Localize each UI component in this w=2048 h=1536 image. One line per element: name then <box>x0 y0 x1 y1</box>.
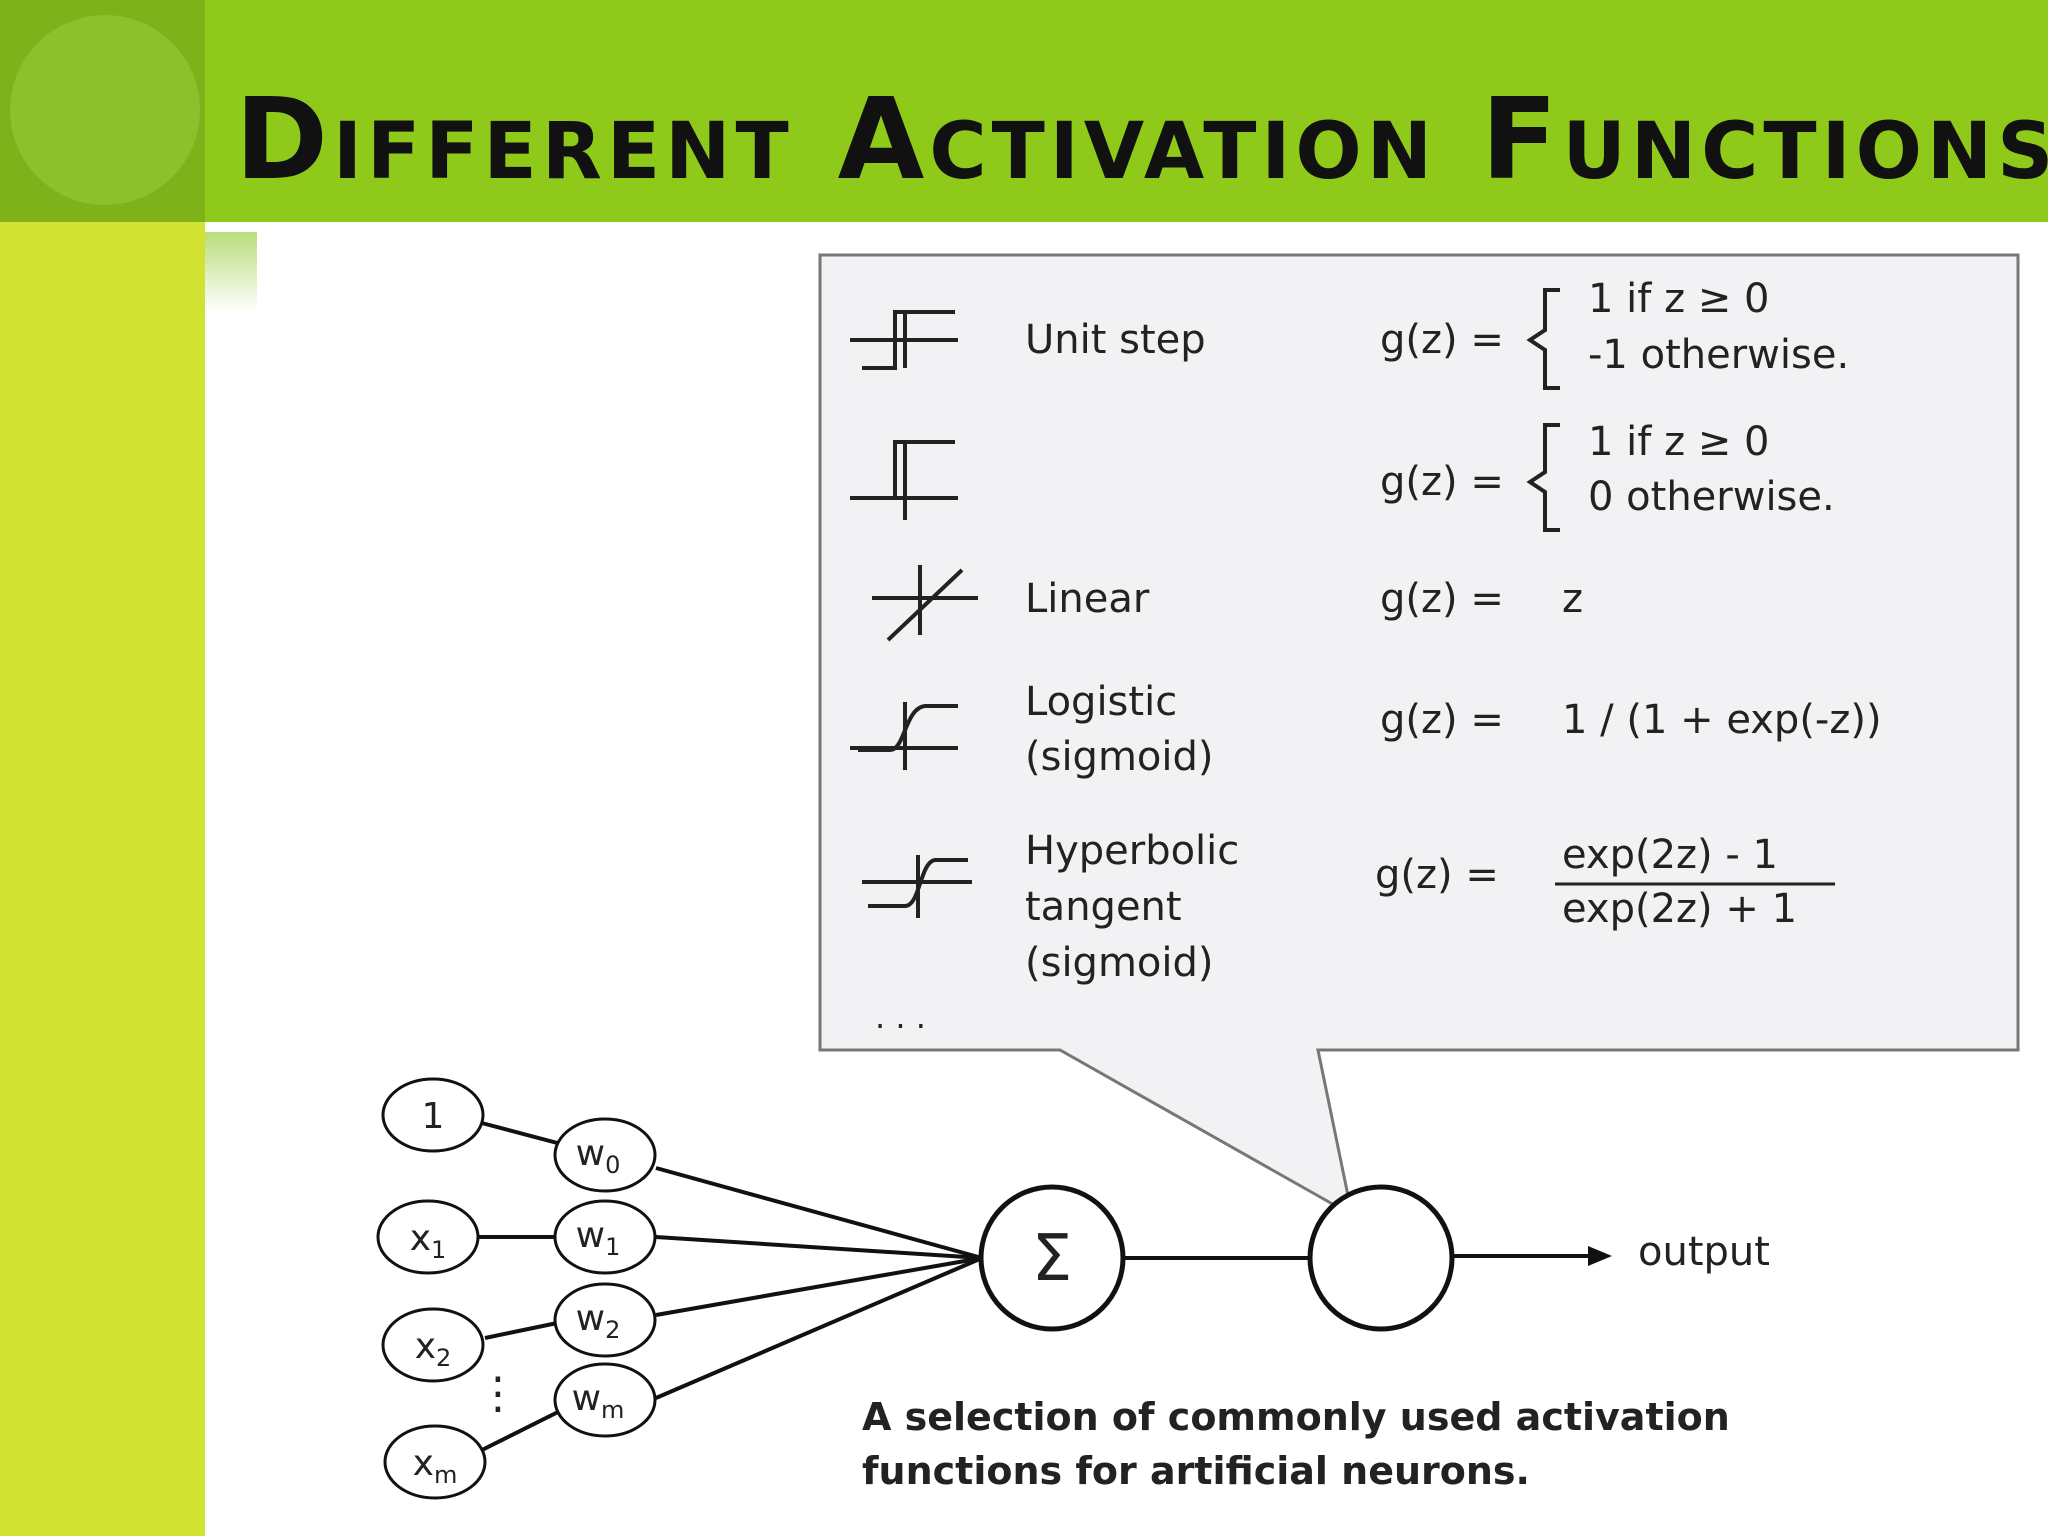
weight-label: w <box>576 1215 605 1256</box>
row-rhs-linear: z <box>1562 576 1583 622</box>
input-node-x1: x1 <box>376 1199 480 1275</box>
row-name-tanh-2: tangent <box>1025 884 1182 930</box>
svg-text:w2: w2 <box>576 1298 621 1344</box>
unit-step-icon <box>850 310 958 370</box>
row-name-tanh-1: Hyperbolic <box>1025 828 1239 874</box>
tanh-sigmoid-icon <box>862 855 972 918</box>
weight-node-w1: w1 <box>553 1199 657 1275</box>
input-label: x <box>410 1218 431 1259</box>
svg-text:w1: w1 <box>576 1215 621 1261</box>
case-unit-step-1: 1 if z ≥ 0 <box>1588 276 1769 322</box>
input-label: x <box>413 1443 434 1484</box>
weight-label: w <box>576 1298 605 1339</box>
tanh-numerator: exp(2z) - 1 <box>1562 832 1778 878</box>
case-heaviside-2: 0 otherwise. <box>1588 474 1835 520</box>
weight-node-w2: w2 <box>553 1282 657 1358</box>
row-name-tanh-3: (sigmoid) <box>1025 940 1214 986</box>
weight-node-wm: wm <box>553 1362 657 1438</box>
row-name-unit-step: Unit step <box>1025 317 1206 363</box>
svg-text:x1: x1 <box>410 1218 447 1264</box>
callout-box <box>818 253 2020 1218</box>
caption-line-1: A selection of commonly used activation <box>862 1395 1730 1439</box>
svg-text:x2: x2 <box>415 1326 452 1372</box>
weight-subscript: m <box>601 1396 624 1424</box>
linear-icon <box>872 565 978 642</box>
row-lhs-heaviside: g(z) = <box>1380 459 1504 505</box>
row-name-logistic-1: Logistic <box>1025 679 1177 725</box>
brace-icon <box>1526 288 1560 390</box>
row-name-logistic-2: (sigmoid) <box>1025 734 1214 780</box>
title-band <box>0 0 2048 222</box>
bias-label: 1 <box>422 1096 445 1137</box>
row-rhs-logistic: 1 / (1 + exp(-z)) <box>1562 697 1882 743</box>
weight-node-w0: w0 <box>553 1117 657 1193</box>
input-subscript: 2 <box>436 1344 451 1372</box>
svg-text:w0: w0 <box>576 1133 621 1179</box>
row-lhs-linear: g(z) = <box>1380 576 1504 622</box>
more-functions-ellipsis: . . . <box>875 998 926 1036</box>
figure-caption: A selection of commonly used activation … <box>862 1390 1862 1498</box>
caption-line-2: functions for artificial neurons. <box>862 1449 1530 1493</box>
weight-label: w <box>572 1378 601 1419</box>
row-lhs-unit-step: g(z) = <box>1380 317 1504 363</box>
svg-text:xm: xm <box>413 1443 458 1489</box>
decorative-fade-tab <box>205 232 257 312</box>
row-lhs-logistic: g(z) = <box>1380 697 1504 743</box>
row-lhs-tanh: g(z) = <box>1375 852 1499 898</box>
bias-node: 1 <box>381 1077 485 1153</box>
activation-node <box>1307 1184 1455 1332</box>
weight-label: w <box>576 1133 605 1174</box>
logistic-sigmoid-icon <box>850 702 958 770</box>
row-name-linear: Linear <box>1025 576 1150 622</box>
slide-title: Different Activation Functions <box>235 75 2048 205</box>
svg-text:wm: wm <box>572 1378 625 1424</box>
summation-node: Σ <box>978 1184 1126 1332</box>
weight-subscript: 2 <box>605 1316 620 1344</box>
decorative-circle <box>10 15 200 205</box>
weight-subscript: 1 <box>605 1233 620 1261</box>
connection-lines <box>477 1120 1592 1454</box>
vertical-ellipsis: ⋮ <box>476 1368 520 1419</box>
output-label: output <box>1638 1229 1770 1275</box>
case-heaviside-1: 1 if z ≥ 0 <box>1588 419 1769 465</box>
sigma-symbol: Σ <box>1032 1222 1072 1296</box>
input-node-x2: x2 <box>381 1307 485 1383</box>
tanh-denominator: exp(2z) + 1 <box>1562 886 1797 932</box>
case-unit-step-2: -1 otherwise. <box>1588 332 1849 378</box>
output-arrowhead <box>1588 1246 1612 1266</box>
input-subscript: 1 <box>431 1236 446 1264</box>
heaviside-step-icon <box>850 440 958 520</box>
input-subscript: m <box>434 1461 457 1489</box>
side-bar <box>0 222 205 1536</box>
input-node-xm: xm <box>383 1424 487 1500</box>
brace-icon <box>1526 423 1560 532</box>
weight-subscript: 0 <box>605 1151 620 1179</box>
input-label: x <box>415 1326 436 1367</box>
